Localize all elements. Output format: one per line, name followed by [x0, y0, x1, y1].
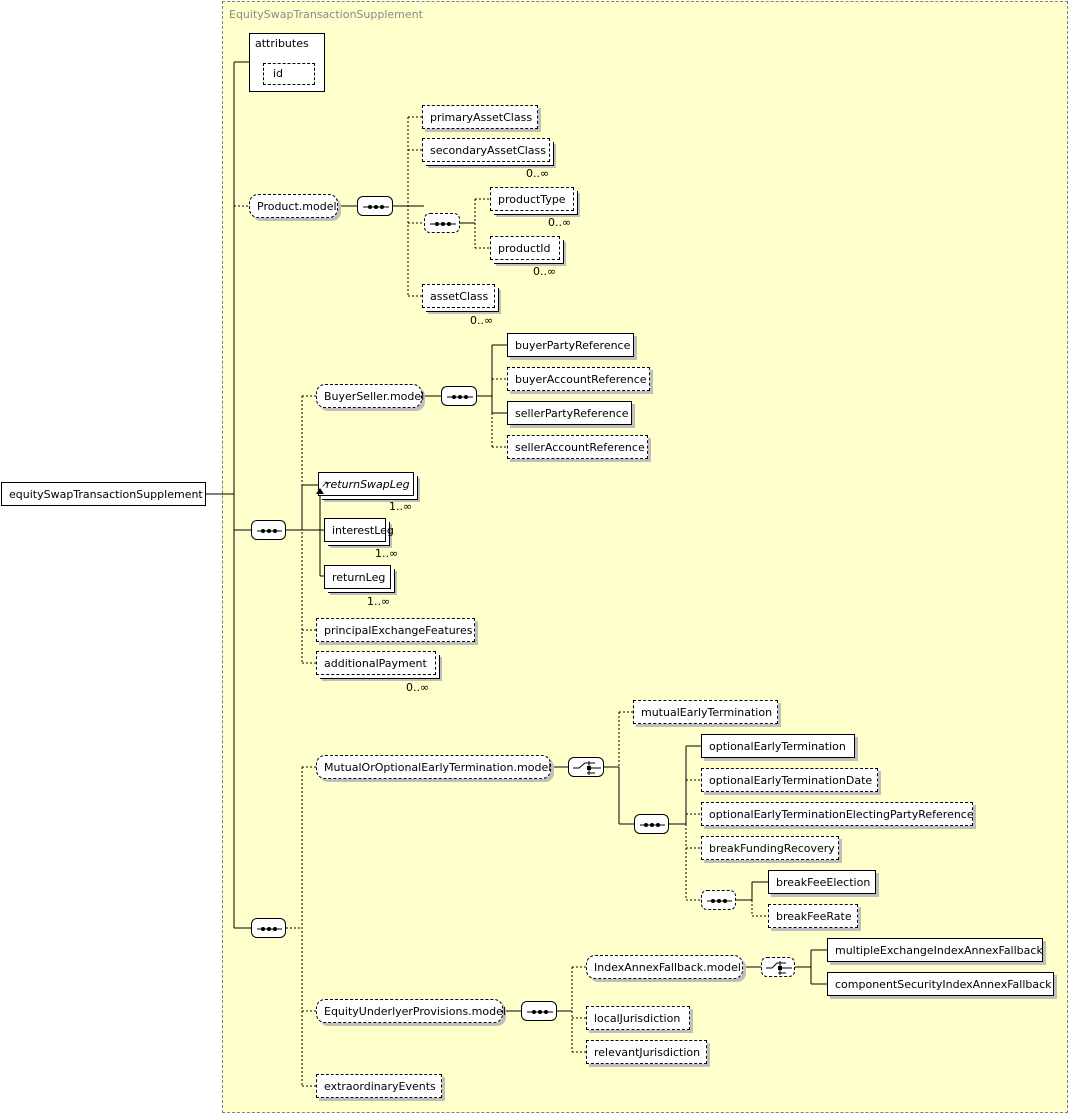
equity-underlyer-provisions-model-group[interactable]: EquityUnderlyerProvisions.model — [316, 999, 506, 1023]
mutual-early-termination[interactable]: mutualEarlyTermination — [633, 700, 778, 724]
product-model-group[interactable]: Product.model — [249, 194, 338, 218]
multiple-exchange-index-annex-fallback[interactable]: multipleExchangeIndexAnnexFallback — [827, 938, 1043, 962]
seller-party-reference[interactable]: sellerPartyReference — [507, 401, 632, 425]
primary-asset-class[interactable]: primaryAssetClass — [422, 105, 538, 129]
attributes-box: attributes id — [249, 33, 325, 92]
principal-exchange-features[interactable]: principalExchangeFeatures — [316, 618, 475, 642]
sequence-compositor-icon — [521, 1001, 557, 1021]
relevant-jurisdiction[interactable]: relevantJurisdiction — [586, 1040, 707, 1064]
optional-early-termination-date[interactable]: optionalEarlyTerminationDate — [701, 768, 878, 792]
index-annex-fallback-model-group[interactable]: IndexAnnexFallback.model — [586, 955, 743, 979]
buyer-party-reference[interactable]: buyerPartyReference — [507, 333, 634, 357]
product-id[interactable]: productId — [490, 236, 560, 260]
asset-class[interactable]: assetClass — [422, 284, 495, 308]
product-type-cardinality: 0..∞ — [548, 216, 572, 229]
substitution-arrow-icon — [316, 488, 324, 494]
attributes-label: attributes — [255, 37, 309, 50]
sequence-compositor-icon — [441, 386, 477, 406]
additional-payment[interactable]: additionalPayment — [316, 651, 436, 675]
break-fee-election[interactable]: breakFeeElection — [768, 870, 876, 894]
interest-leg[interactable]: interestLeg — [324, 518, 394, 542]
return-swap-leg-abstract[interactable]: returnSwapLeg — [318, 472, 414, 496]
secondary-asset-class[interactable]: secondaryAssetClass — [422, 138, 550, 162]
break-funding-recovery[interactable]: breakFundingRecovery — [701, 836, 839, 860]
product-id-cardinality: 0..∞ — [533, 265, 557, 278]
sequence-compositor-icon — [251, 918, 286, 938]
choice-compositor-icon — [568, 757, 604, 777]
group-title: EquitySwapTransactionSupplement — [229, 8, 423, 21]
sequence-compositor-icon — [701, 890, 736, 910]
local-jurisdiction[interactable]: localJurisdiction — [586, 1006, 690, 1030]
return-leg[interactable]: returnLeg — [324, 565, 391, 589]
extraordinary-events[interactable]: extraordinaryEvents — [316, 1074, 442, 1098]
component-security-index-annex-fallback[interactable]: componentSecurityIndexAnnexFallback — [827, 972, 1054, 996]
buyer-account-reference[interactable]: buyerAccountReference — [507, 367, 650, 391]
attribute-id[interactable]: id — [263, 63, 315, 85]
return-swap-leg-cardinality: 1..∞ — [389, 500, 413, 513]
choice-compositor-icon — [761, 957, 795, 977]
product-type[interactable]: productType — [490, 187, 574, 211]
optional-early-termination-electing-party-reference[interactable]: optionalEarlyTerminationElectingPartyRef… — [701, 802, 974, 826]
seller-account-reference[interactable]: sellerAccountReference — [507, 435, 648, 459]
buyer-seller-model-group[interactable]: BuyerSeller.model — [316, 384, 424, 408]
interest-leg-cardinality: 1..∞ — [375, 547, 399, 560]
sequence-compositor-icon — [424, 213, 460, 233]
break-fee-rate[interactable]: breakFeeRate — [768, 904, 858, 928]
root-element[interactable]: equitySwapTransactionSupplement — [1, 482, 206, 506]
sequence-compositor-icon — [251, 520, 286, 540]
sequence-compositor-icon — [357, 196, 393, 216]
optional-early-termination[interactable]: optionalEarlyTermination — [701, 734, 855, 758]
asset-class-cardinality: 0..∞ — [470, 314, 494, 327]
sequence-compositor-icon — [634, 814, 669, 834]
termination-model-group[interactable]: MutualOrOptionalEarlyTermination.model — [316, 755, 551, 779]
return-leg-cardinality: 1..∞ — [367, 595, 391, 608]
secondary-asset-class-cardinality: 0..∞ — [526, 167, 550, 180]
abstract-arrow-icon: ↗ — [321, 480, 329, 490]
additional-payment-cardinality: 0..∞ — [406, 681, 430, 694]
type-group-box: EquitySwapTransactionSupplement — [222, 1, 1068, 1113]
